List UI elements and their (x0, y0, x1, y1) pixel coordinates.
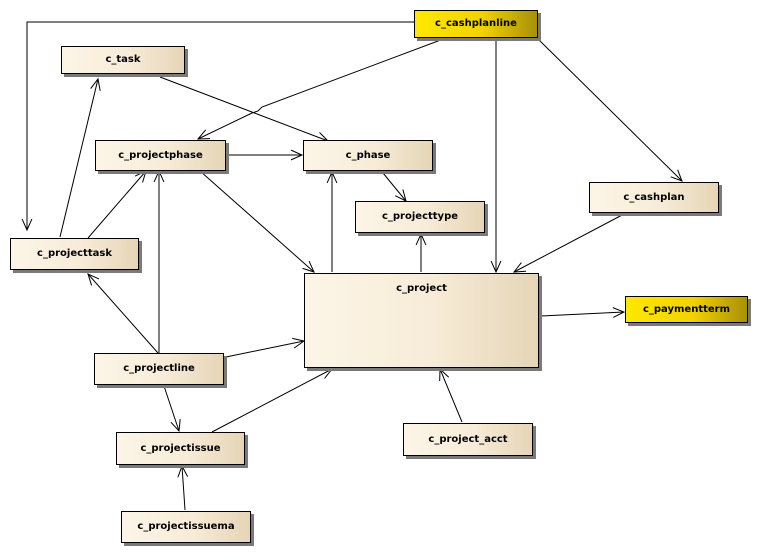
node-c-phase[interactable]: c_phase (303, 140, 433, 171)
arrowhead (21, 218, 33, 232)
node-label: c_projectphase (118, 149, 203, 161)
arrowhead (302, 260, 315, 273)
node-c-projecttask[interactable]: c_projecttask (10, 238, 139, 270)
arrowhead (177, 464, 189, 478)
edge-projecttask-to-task (59, 77, 101, 238)
edge-projectphase-to-project (199, 170, 315, 273)
arrowhead (490, 260, 502, 274)
edge-cashplan-to-project (512, 213, 625, 273)
node-c-projectphase[interactable]: c_projectphase (95, 140, 226, 171)
arrowhead (134, 170, 147, 183)
edge-projectline-to-projecttask (87, 273, 159, 354)
node-c-projecttype[interactable]: c_projecttype (355, 201, 485, 233)
arrowhead (612, 307, 626, 318)
arrowhead (153, 169, 165, 183)
edge-cashplanline-to-projectphase (196, 37, 447, 140)
edge-projectline-to-projectissue (163, 385, 181, 433)
node-c-paymentterm[interactable]: c_paymentterm (625, 296, 748, 323)
arrowhead (90, 77, 101, 91)
edge-projectissue-to-project (211, 368, 334, 433)
node-c-project-acct[interactable]: c_project_acct (403, 423, 533, 456)
arrowhead (290, 149, 304, 161)
node-label: c_projectline (123, 363, 195, 374)
edge-cashplanline-to-cashplan (536, 37, 683, 182)
arrowhead (439, 367, 450, 382)
node-label: c_projecttype (381, 211, 459, 222)
node-c-projectissue[interactable]: c_projectissue (116, 432, 245, 465)
node-c-project[interactable]: c_project (304, 273, 539, 368)
edge-projectphase-to-phase (228, 149, 304, 161)
node-label: c_projectissue (140, 442, 221, 454)
edge-projecttask-to-projectphase (87, 170, 147, 239)
edge-project-to-projecttype (415, 232, 427, 272)
edge-phase-to-projecttype (382, 172, 407, 202)
edge-cashplanline-to-project (490, 38, 502, 274)
arrowhead (512, 262, 527, 273)
node-c-projectissuema[interactable]: c_projectissuema (121, 511, 251, 543)
node-c-projectline[interactable]: c_projectline (94, 353, 224, 385)
edge-project-to-phase (326, 170, 338, 272)
node-label: c_projecttask (37, 248, 112, 259)
node-c-task[interactable]: c_task (61, 46, 185, 74)
arrowhead (326, 170, 338, 184)
arrowhead (170, 419, 181, 433)
edge-task-to-phase (159, 76, 330, 143)
arrowhead (319, 368, 334, 379)
node-c-cashplanline[interactable]: c_cashplanline (414, 10, 538, 38)
node-label: c_cashplanline (435, 18, 517, 29)
node-label: c_projectissuema (137, 521, 235, 532)
arrowhead (415, 232, 427, 246)
edge-project-to-paymentterm (540, 307, 626, 318)
arrowhead (87, 273, 100, 286)
edge-project_acct-to-project (439, 367, 463, 423)
node-label: c_paymentterm (642, 303, 731, 315)
edge-projectissuema-to-projectissue (177, 464, 189, 511)
node-label: c_cashplan (623, 191, 685, 203)
node-label: c_project_acct (428, 433, 508, 445)
node-label: c_task (105, 54, 141, 65)
node-c-cashplan[interactable]: c_cashplan (589, 182, 719, 213)
node-label: c_project (396, 283, 447, 294)
arrowhead (196, 129, 211, 140)
edge-projectline-to-project (225, 337, 306, 358)
node-label: c_phase (345, 149, 391, 161)
arrowhead (670, 169, 683, 182)
edge-projectline-to-projectphase (153, 169, 165, 353)
edge-cashplanline-to-projecttask (21, 21, 414, 232)
